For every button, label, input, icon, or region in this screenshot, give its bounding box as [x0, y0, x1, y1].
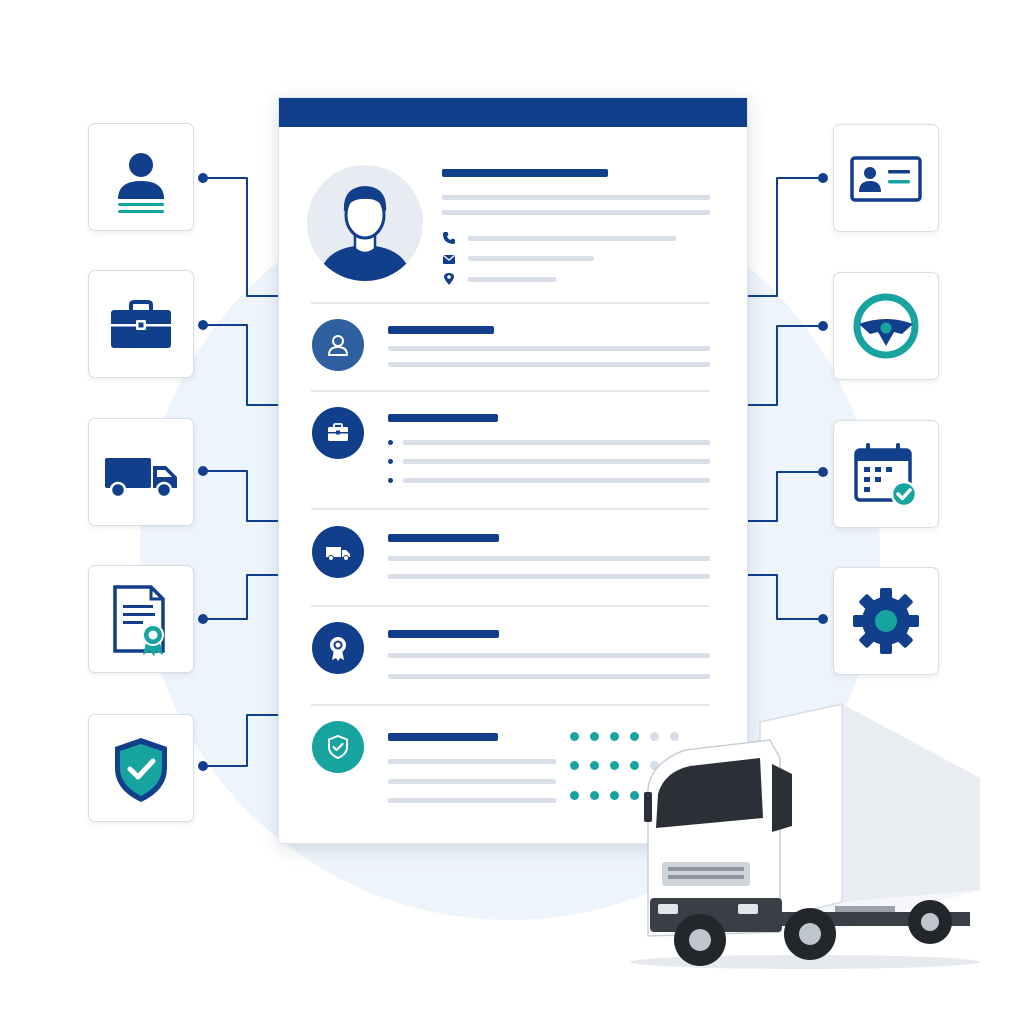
experience-card[interactable]	[88, 270, 194, 378]
steering-wheel-icon	[853, 293, 919, 359]
phone-line	[468, 236, 676, 241]
driver-id-card-icon	[850, 156, 922, 202]
phone-icon	[443, 232, 455, 244]
section-title	[388, 414, 498, 422]
profile-card[interactable]	[88, 123, 194, 231]
gear-icon	[853, 588, 919, 654]
white-box-truck-illustration	[630, 703, 980, 969]
section-title	[388, 326, 494, 334]
section-line	[388, 759, 556, 764]
section-icon-experience	[312, 407, 364, 459]
certification-card[interactable]	[88, 565, 194, 673]
security-shield-check-icon	[115, 738, 167, 802]
section-line	[388, 556, 710, 561]
maintenance-card[interactable]	[833, 567, 939, 675]
section-line	[388, 362, 710, 367]
bullet	[388, 478, 393, 483]
section-divider	[311, 390, 709, 392]
section-line	[388, 346, 710, 351]
email-line	[468, 256, 594, 261]
award-ribbon-icon	[330, 637, 346, 661]
section-line	[388, 674, 710, 679]
resume-header-bar	[279, 98, 747, 127]
section-icon-profile	[312, 319, 364, 371]
section-line	[388, 798, 556, 803]
briefcase-icon	[328, 423, 348, 441]
calendar-check-icon	[854, 443, 918, 508]
driving-skills-card[interactable]	[833, 272, 939, 380]
section-title	[388, 733, 498, 741]
section-line	[403, 459, 710, 464]
person-profile-icon	[118, 153, 164, 213]
section-divider	[311, 704, 709, 706]
section-icon-driving	[312, 526, 364, 578]
address-line	[468, 277, 556, 282]
location-pin-icon	[444, 273, 454, 285]
resume-document	[278, 97, 748, 844]
truck-icon	[326, 547, 350, 561]
section-title	[388, 630, 499, 638]
certificate-document-icon	[113, 585, 165, 656]
subtitle-line	[442, 195, 710, 200]
bullet	[388, 440, 393, 445]
bullet	[388, 459, 393, 464]
section-icon-safety	[312, 721, 364, 773]
license-card[interactable]	[833, 124, 939, 232]
section-divider	[311, 302, 709, 304]
section-icon-certifications	[312, 622, 364, 674]
delivery-truck-icon	[105, 458, 177, 499]
name-placeholder	[442, 169, 608, 177]
section-divider	[311, 605, 709, 607]
avatar	[307, 165, 423, 281]
person-icon	[327, 335, 349, 356]
decorative-dots	[570, 732, 690, 802]
section-line	[388, 653, 710, 658]
driving-experience-card[interactable]	[88, 418, 194, 526]
section-title	[388, 534, 499, 542]
driver-portrait-icon	[319, 186, 411, 281]
shield-check-icon	[328, 734, 348, 760]
section-divider	[311, 508, 709, 510]
subtitle-line	[442, 210, 710, 215]
section-line	[403, 478, 710, 483]
mail-icon	[443, 254, 455, 264]
safety-card[interactable]	[88, 714, 194, 822]
section-line	[388, 574, 710, 579]
availability-card[interactable]	[833, 420, 939, 528]
briefcase-icon	[111, 300, 171, 348]
section-line	[388, 779, 556, 784]
section-line	[403, 440, 710, 445]
